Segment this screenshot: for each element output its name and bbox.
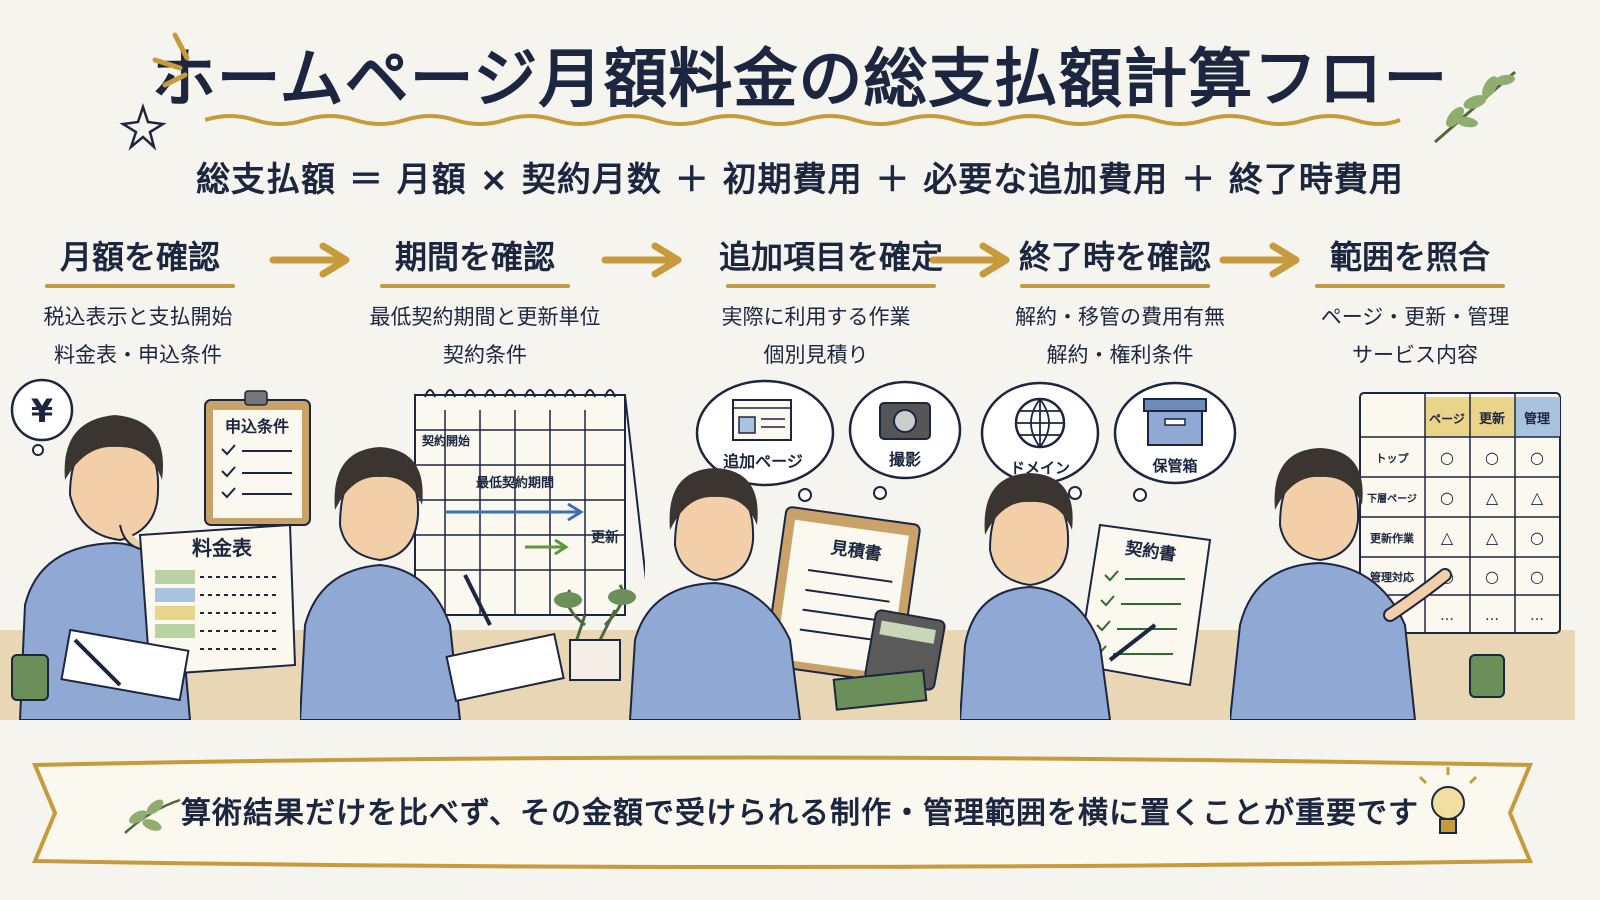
step-1-desc-line1: 税込表示と支払開始 — [43, 305, 233, 329]
step-3-desc-line1: 実際に利用する作業 — [721, 305, 911, 329]
table-row-label: 下層ページ — [1367, 493, 1417, 505]
table-cell: △ — [1486, 528, 1499, 547]
table-cell: … — [1440, 608, 1454, 624]
table-header-updates: 更新 — [1479, 411, 1505, 427]
person-hair — [64, 415, 164, 480]
book — [832, 669, 928, 711]
min-period-label: 最低契約期間 — [476, 475, 554, 491]
step-2-desc: 最低契約期間と更新単位契約条件 — [335, 298, 635, 374]
scene-4-illustration: ドメイン 保管箱 契約書 — [960, 381, 1290, 720]
step-2-title-text: 期間を確認 — [394, 238, 555, 276]
star-doodle-icon — [119, 103, 167, 151]
step-5-desc-line2: サービス内容 — [1352, 343, 1478, 367]
mug — [11, 654, 49, 701]
period-arrow — [445, 502, 584, 522]
scene-2-illustration: 契約開始 最低契約期間 更新 — [300, 389, 645, 720]
title-underline — [205, 114, 1401, 126]
flow-arrow-2-icon — [601, 242, 682, 278]
step-4-desc: 解約・移管の費用有無解約・権利条件 — [970, 298, 1270, 374]
leaf-branch-icon — [1434, 70, 1516, 144]
step-3-underline — [726, 284, 936, 288]
domain-label: ドメイン — [1010, 459, 1070, 477]
table-cell: … — [1485, 608, 1499, 624]
storage-label: 保管箱 — [1151, 457, 1197, 475]
step-5-underline — [1315, 284, 1505, 288]
scene-5-illustration: ページ 更新 管理 トップ 下層ページ 更新作業 管理対応 … ○ ○ ○ ○ … — [1230, 392, 1575, 720]
table-cell: … — [1530, 608, 1544, 624]
step-2-underline — [380, 284, 570, 288]
thought-bubble — [10, 378, 74, 442]
step-2-desc-line2: 契約条件 — [443, 343, 527, 367]
step-3-title: 追加項目を確定 — [686, 232, 976, 288]
step-2-desc-line1: 最低契約期間と更新単位 — [369, 305, 601, 329]
plant — [565, 584, 625, 646]
page-title: ホームページ月額料金の総支払額計算フロー — [151, 43, 1449, 117]
step-3-desc-line2: 個別見積り — [763, 343, 869, 367]
table-cell: ○ — [1440, 448, 1454, 467]
table-header-pages: ページ — [1429, 412, 1465, 426]
additional-pages-label: 追加ページ — [723, 452, 803, 471]
step-5-title: 範囲を照合 — [1280, 232, 1540, 288]
step-2-title: 期間を確認 — [345, 232, 605, 288]
step-1-desc-line2: 料金表・申込条件 — [54, 343, 222, 367]
table-cell: ○ — [1485, 448, 1499, 467]
table-cell: ○ — [1530, 528, 1544, 547]
notebook — [60, 628, 190, 702]
price-list-label: 料金表 — [192, 536, 253, 560]
step-5-desc: ページ・更新・管理サービス内容 — [1265, 298, 1565, 374]
step-4-desc-line1: 解約・移管の費用有無 — [1015, 305, 1225, 329]
table-cell: △ — [1531, 488, 1544, 507]
contract-start-label: 契約開始 — [421, 433, 470, 448]
step-1-title: 月額を確認 — [10, 232, 270, 288]
table-cell: ○ — [1530, 448, 1544, 467]
table-cell: ○ — [1440, 488, 1454, 507]
table-cell: ○ — [1530, 567, 1544, 586]
table-row-label: 管理対応 — [1370, 570, 1414, 584]
flow-arrow-1-icon — [269, 242, 350, 278]
table-header-management: 管理 — [1524, 411, 1550, 427]
flow-arrow-4-icon — [1219, 242, 1300, 278]
sparkle-lines-icon — [152, 32, 190, 88]
yen-icon: ¥ — [31, 392, 53, 430]
step-3-desc: 実際に利用する作業個別見積り — [666, 298, 966, 374]
comparison-table — [1359, 392, 1561, 634]
table-cell: ○ — [1485, 567, 1499, 586]
step-1-title-text: 月額を確認 — [59, 238, 220, 276]
step-4-underline — [1020, 284, 1210, 288]
formula-text: 総支払額 ＝ 月額 × 契約月数 ＋ 初期費用 ＋ 必要な追加費用 ＋ 終了時費… — [196, 160, 1404, 200]
banner-text: 算術結果だけを比べず、その金額で受けられる制作・管理範囲を横に置くことが重要です — [181, 796, 1419, 831]
step-5-desc-line1: ページ・更新・管理 — [1320, 305, 1510, 329]
table-row-label: トップ — [1376, 451, 1410, 465]
step-4-desc-line2: 解約・権利条件 — [1046, 343, 1194, 367]
clipboard-label: 申込条件 — [225, 417, 289, 436]
calendar — [414, 394, 626, 616]
notebook — [445, 632, 565, 703]
scene-1-illustration: ¥ 申込条件 料金表 — [0, 378, 320, 720]
bottom-banner — [32, 755, 1533, 869]
step-4-title-text: 終了時を確認 — [1018, 238, 1211, 276]
step-1-desc: 税込表示と支払開始料金表・申込条件 — [0, 298, 288, 374]
step-1-underline — [45, 284, 235, 288]
flow-arrow-3-icon — [929, 242, 1010, 278]
step-5-title-text: 範囲を照合 — [1329, 238, 1490, 276]
step-3-title-text: 追加項目を確定 — [718, 238, 943, 276]
table-cell: △ — [1441, 528, 1454, 547]
table-row-label: 更新作業 — [1370, 531, 1415, 545]
photo-label: 撮影 — [889, 450, 921, 469]
table-cell: △ — [1486, 488, 1499, 507]
scene-3-illustration: 追加ページ 撮影 見積書 — [625, 379, 970, 720]
renewal-label: 更新 — [591, 529, 619, 546]
step-4-title: 終了時を確認 — [985, 232, 1245, 288]
mug — [1469, 654, 1505, 698]
